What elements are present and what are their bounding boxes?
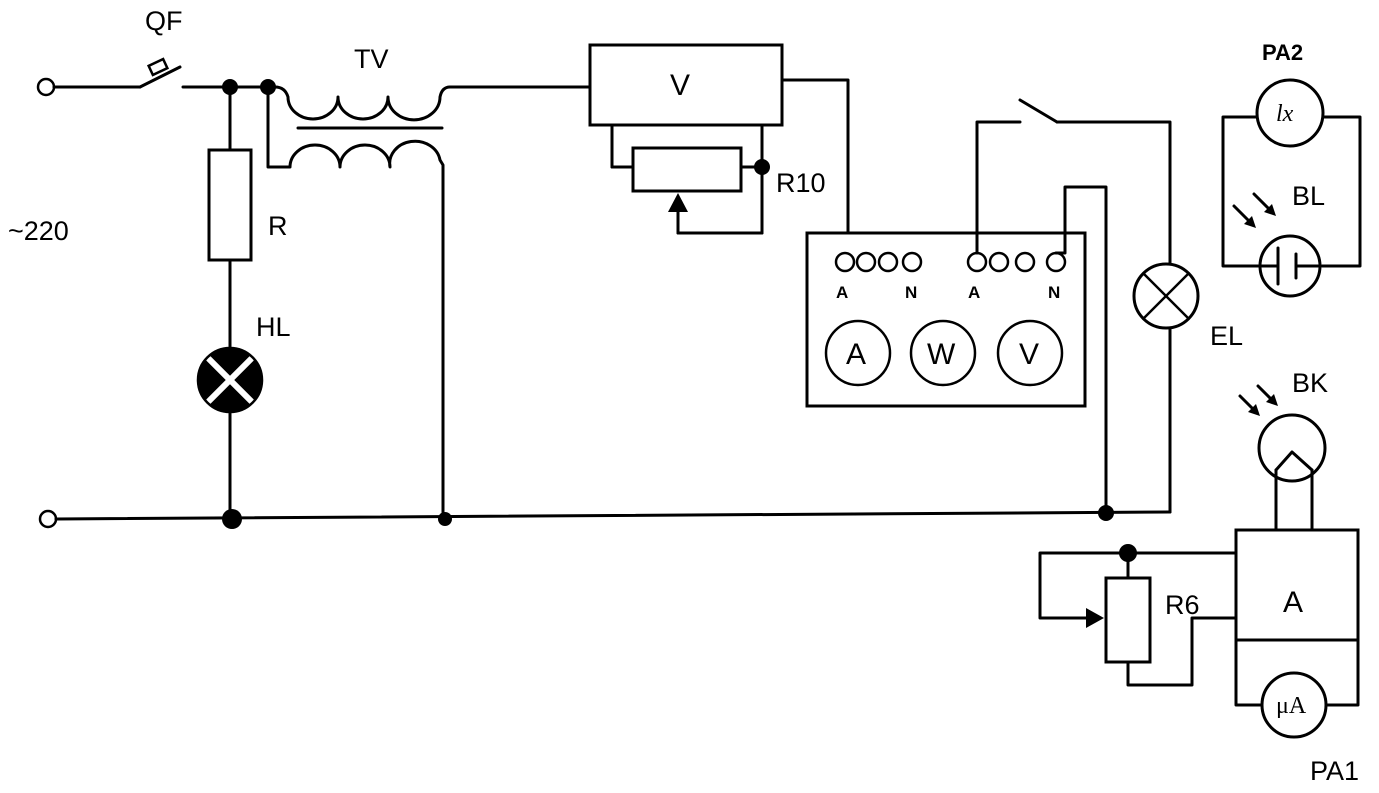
bk-label: BK bbox=[1292, 368, 1328, 398]
r10-label: R10 bbox=[776, 168, 826, 198]
voltmeter-dial: V bbox=[996, 319, 1064, 387]
rheostat-r10 bbox=[610, 123, 770, 235]
rheostat-r6 bbox=[1038, 544, 1238, 687]
terminal-label: A bbox=[968, 283, 980, 302]
photocell-bl bbox=[1232, 192, 1322, 298]
el-label: EL bbox=[1210, 321, 1243, 351]
resistor-r bbox=[207, 148, 253, 262]
meter-terminals-left bbox=[834, 251, 923, 273]
lamp-el bbox=[1132, 262, 1200, 330]
transformer-tv bbox=[266, 85, 452, 521]
svg-text:V: V bbox=[1019, 338, 1039, 371]
r6-label: R6 bbox=[1165, 590, 1200, 620]
svg-text:lx: lx bbox=[1276, 101, 1294, 127]
microammeter-pa1: μA bbox=[1234, 638, 1360, 739]
switch bbox=[975, 98, 1172, 267]
qf-label: QF bbox=[145, 6, 183, 36]
bl-label: BL bbox=[1292, 181, 1325, 211]
svg-text:A: A bbox=[846, 338, 866, 371]
hl-label: HL bbox=[256, 312, 291, 342]
voltage-regulator-block bbox=[588, 43, 784, 127]
pa2-label: PA2 bbox=[1262, 40, 1303, 65]
lamp-hl bbox=[196, 346, 264, 414]
wattmeter-dial: W bbox=[909, 319, 977, 387]
svg-text:μA: μA bbox=[1276, 693, 1307, 719]
supply-terminal-top bbox=[36, 77, 56, 97]
photoelement-bk bbox=[1238, 384, 1327, 532]
ammeter-dial: A bbox=[824, 319, 892, 387]
v-block-label: V bbox=[670, 69, 690, 102]
r-label: R bbox=[268, 211, 288, 241]
junction-dot bbox=[222, 509, 242, 529]
a-block-label: A bbox=[1283, 586, 1303, 619]
luxmeter-pa2: lx bbox=[1221, 78, 1362, 268]
supply-terminal-bottom bbox=[38, 509, 58, 529]
terminal-label: A bbox=[836, 283, 848, 302]
terminal-label: N bbox=[905, 283, 917, 302]
svg-text:W: W bbox=[927, 338, 956, 371]
terminal-label: N bbox=[1048, 283, 1060, 302]
tv-label: TV bbox=[354, 44, 389, 74]
amplifier-block bbox=[1234, 528, 1360, 642]
pa1-label: PA1 bbox=[1310, 756, 1359, 786]
junction-dot bbox=[438, 512, 452, 526]
supply-label: ~220 bbox=[8, 216, 69, 246]
breaker-qf bbox=[52, 57, 277, 89]
measuring-set bbox=[805, 231, 1087, 408]
